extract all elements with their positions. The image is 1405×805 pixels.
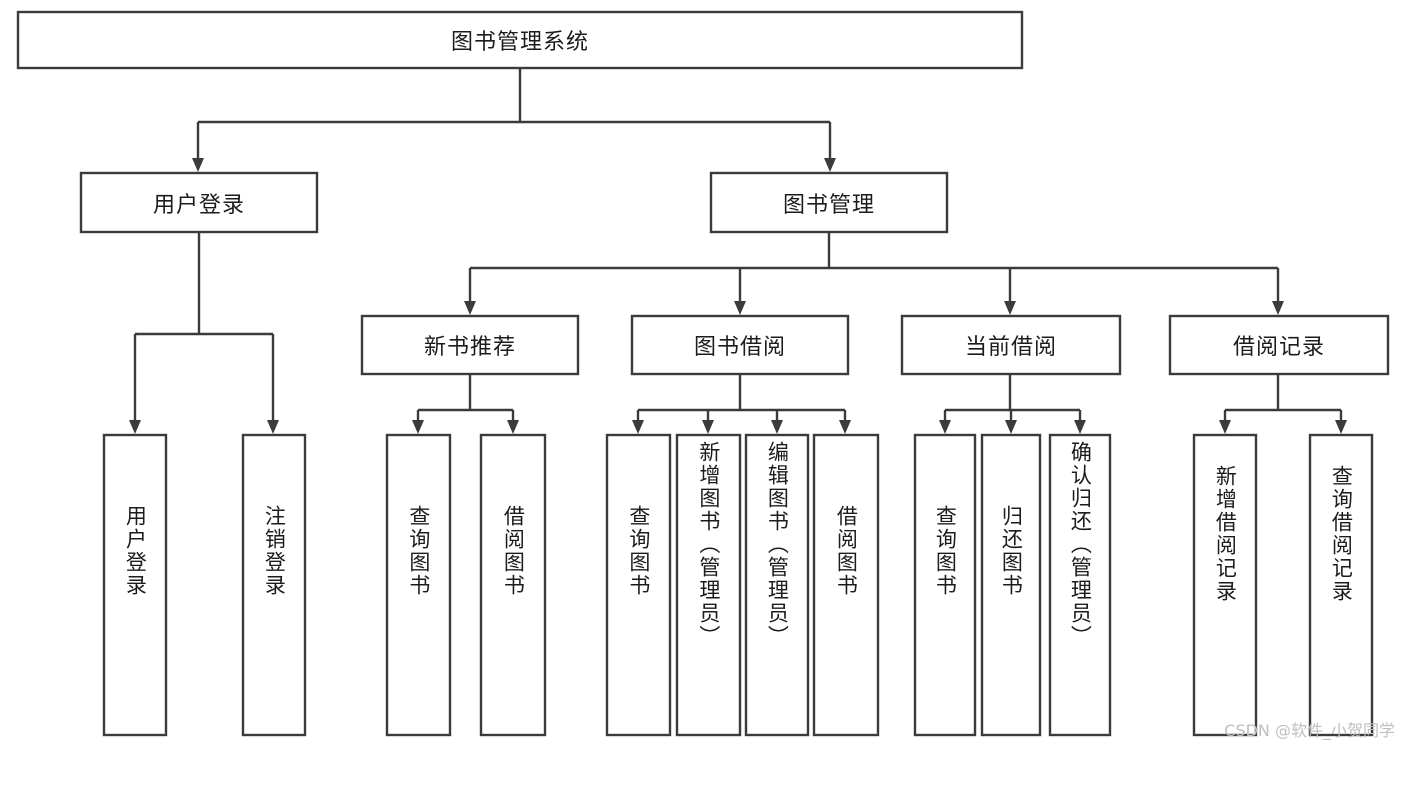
arrow-bm-book-borrow xyxy=(734,301,746,315)
node-box-new-book-recommend[interactable] xyxy=(360,314,580,376)
connector-group-book-borrow xyxy=(632,374,851,434)
arrow-newbook-leaf2 xyxy=(507,420,519,434)
arrow-borrowrecord-leaf1 xyxy=(1219,420,1231,434)
arrow-bookborrow-leaf4 xyxy=(839,420,851,434)
arrow-bookborrow-leaf3 xyxy=(771,420,783,434)
node-box-leaf-return-book[interactable] xyxy=(980,433,1042,737)
node-box-current-borrow[interactable] xyxy=(900,314,1122,376)
node-box-leaf-query-book-1[interactable] xyxy=(385,433,452,737)
connector-group-user-login xyxy=(129,232,279,434)
node-box-book-management[interactable] xyxy=(709,171,949,234)
node-box-leaf-query-book-3[interactable] xyxy=(913,433,977,737)
connector-group-current-borrow xyxy=(939,374,1086,434)
node-box-leaf-borrow-book-1[interactable] xyxy=(479,433,547,737)
connector-group-borrow-record xyxy=(1219,374,1347,434)
arrow-currentborrow-leaf3 xyxy=(1074,420,1086,434)
arrow-root-to-book-management xyxy=(824,158,836,172)
flowchart-diagram: 图书管理系统 用户登录 图书管理 新书推荐 图书借阅 当前借阅 借阅记录 用户登… xyxy=(16,10,1395,740)
arrow-borrowrecord-leaf2 xyxy=(1335,420,1347,434)
node-box-leaf-add-book[interactable] xyxy=(675,433,742,737)
flowchart-canvas xyxy=(16,10,1390,737)
arrow-newbook-leaf1 xyxy=(412,420,424,434)
arrow-bm-borrow-record xyxy=(1272,301,1284,315)
arrow-bookborrow-leaf2 xyxy=(702,420,714,434)
node-box-user-login[interactable] xyxy=(79,171,319,234)
node-box-leaf-query-record[interactable] xyxy=(1308,433,1374,737)
node-box-book-borrow[interactable] xyxy=(630,314,850,376)
node-box-leaf-user-login[interactable] xyxy=(102,433,168,737)
node-box-root[interactable] xyxy=(16,10,1024,70)
watermark-text: CSDN @软件_小贺同学 xyxy=(1224,721,1395,740)
node-box-leaf-confirm-return[interactable] xyxy=(1048,433,1112,737)
node-box-leaf-logout-login[interactable] xyxy=(241,433,307,737)
connector-group-book-management xyxy=(464,232,1284,315)
arrow-currentborrow-leaf2 xyxy=(1005,420,1017,434)
arrow-bm-new-book xyxy=(464,301,476,315)
connector-group-root xyxy=(192,68,836,172)
connector-group-new-book xyxy=(412,374,519,434)
arrow-root-to-user-login xyxy=(192,158,204,172)
node-box-borrow-record[interactable] xyxy=(1168,314,1390,376)
arrow-bookborrow-leaf1 xyxy=(632,420,644,434)
arrow-user-login-leaf1 xyxy=(129,420,141,434)
arrow-currentborrow-leaf1 xyxy=(939,420,951,434)
node-box-leaf-borrow-book-2[interactable] xyxy=(812,433,880,737)
node-box-leaf-query-book-2[interactable] xyxy=(605,433,672,737)
arrow-user-login-leaf2 xyxy=(267,420,279,434)
node-box-leaf-edit-book[interactable] xyxy=(744,433,810,737)
node-box-leaf-add-record[interactable] xyxy=(1192,433,1258,737)
arrow-bm-current-borrow xyxy=(1004,301,1016,315)
